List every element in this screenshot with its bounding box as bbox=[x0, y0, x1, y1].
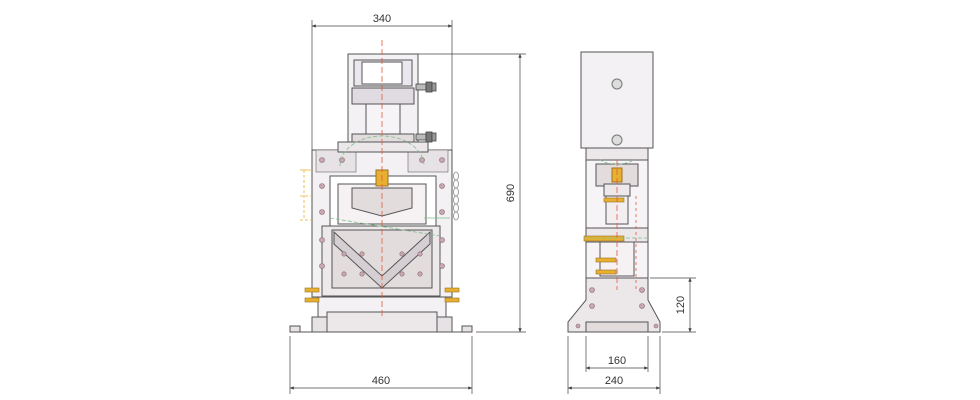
front-cylinder bbox=[337, 53, 429, 153]
dimension-label-side-width: 240 bbox=[605, 375, 623, 387]
dimension-label-base-width: 460 bbox=[372, 375, 390, 387]
side-construction-lines bbox=[584, 159, 650, 290]
side-top-block bbox=[580, 51, 654, 161]
dimension-label-base-height: 120 bbox=[675, 296, 687, 314]
side-view: 160 240 120 bbox=[567, 51, 696, 394]
side-base bbox=[567, 277, 661, 333]
dimension-label-base-inner-width: 160 bbox=[608, 355, 626, 367]
bolt-icon bbox=[583, 197, 625, 275]
hydraulic-fitting-icon bbox=[415, 81, 437, 143]
front-dimension-lines bbox=[289, 20, 526, 394]
bolt-icon bbox=[575, 287, 659, 329]
bolt-icon bbox=[319, 157, 445, 277]
bolt-icon bbox=[304, 287, 460, 303]
front-v-die bbox=[321, 225, 441, 297]
front-punch-area bbox=[329, 169, 437, 231]
front-construction-lines bbox=[300, 40, 450, 318]
dimension-label-height: 690 bbox=[505, 184, 517, 202]
front-view: 340 460 690 bbox=[289, 13, 526, 394]
chain-icon bbox=[453, 171, 459, 221]
side-dimension-lines bbox=[567, 277, 696, 394]
dimension-label-top-width: 340 bbox=[373, 13, 391, 25]
